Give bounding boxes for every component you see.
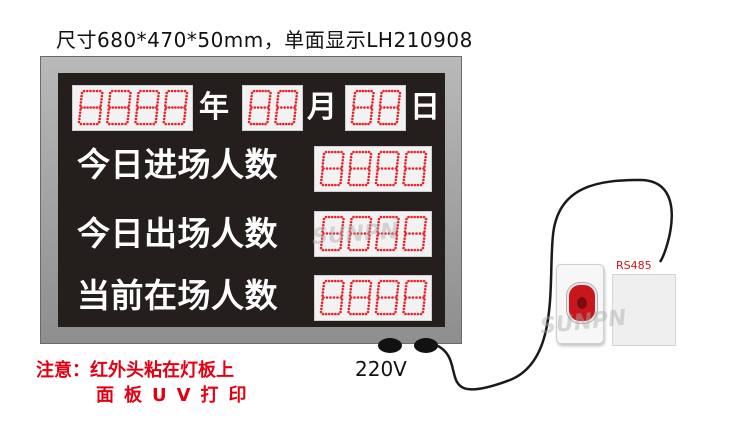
month-unit: 月 bbox=[307, 90, 337, 125]
on-site-digits bbox=[314, 275, 432, 321]
year-unit: 年 bbox=[199, 90, 229, 125]
month-digits bbox=[242, 85, 303, 131]
led-digits bbox=[319, 150, 428, 187]
led-digit bbox=[377, 89, 402, 126]
entry-today-label: 今日进场人数 bbox=[77, 145, 278, 184]
led-digit bbox=[347, 150, 373, 187]
spec-caption: 尺寸680*470*50mm，单面显示LH210908 bbox=[56, 28, 473, 52]
led-digit bbox=[274, 89, 299, 126]
led-digit bbox=[77, 89, 104, 126]
led-digit bbox=[134, 89, 161, 126]
note-line-2: 面板UV打印 bbox=[96, 385, 257, 406]
led-digit bbox=[374, 150, 400, 187]
controller-button bbox=[567, 283, 597, 323]
rs485-controller bbox=[556, 264, 604, 344]
led-digit bbox=[319, 215, 345, 252]
led-digits bbox=[319, 215, 428, 252]
led-digit bbox=[402, 215, 428, 252]
exit-today-label: 今日出场人数 bbox=[77, 214, 278, 253]
led-digit bbox=[347, 279, 373, 316]
led-digits bbox=[319, 279, 428, 316]
led-digit bbox=[350, 89, 375, 126]
led-digit bbox=[247, 89, 272, 126]
entry-today-digits bbox=[314, 146, 432, 192]
infrared-sensor bbox=[612, 274, 676, 346]
led-digit bbox=[319, 279, 345, 316]
day-unit: 日 bbox=[410, 90, 440, 125]
button-lens bbox=[577, 297, 587, 309]
led-digits bbox=[77, 89, 189, 126]
led-digit bbox=[402, 150, 428, 187]
note-line-1: 注意：红外头粘在灯板上 bbox=[36, 360, 234, 381]
year-digits bbox=[72, 85, 193, 131]
led-digits bbox=[350, 89, 402, 126]
led-digit bbox=[319, 150, 345, 187]
rs485-label: RS485 bbox=[616, 259, 652, 272]
exit-today-digits bbox=[314, 211, 432, 257]
led-digit bbox=[162, 89, 189, 126]
day-digits bbox=[345, 85, 406, 131]
led-digit bbox=[374, 215, 400, 252]
led-digit bbox=[374, 279, 400, 316]
led-digits bbox=[247, 89, 299, 126]
power-port bbox=[378, 338, 402, 353]
signal-port bbox=[414, 338, 438, 353]
power-label: 220V bbox=[355, 357, 407, 381]
led-digit bbox=[347, 215, 373, 252]
on-site-label: 当前在场人数 bbox=[77, 276, 278, 315]
led-digit bbox=[105, 89, 132, 126]
led-digit bbox=[402, 279, 428, 316]
